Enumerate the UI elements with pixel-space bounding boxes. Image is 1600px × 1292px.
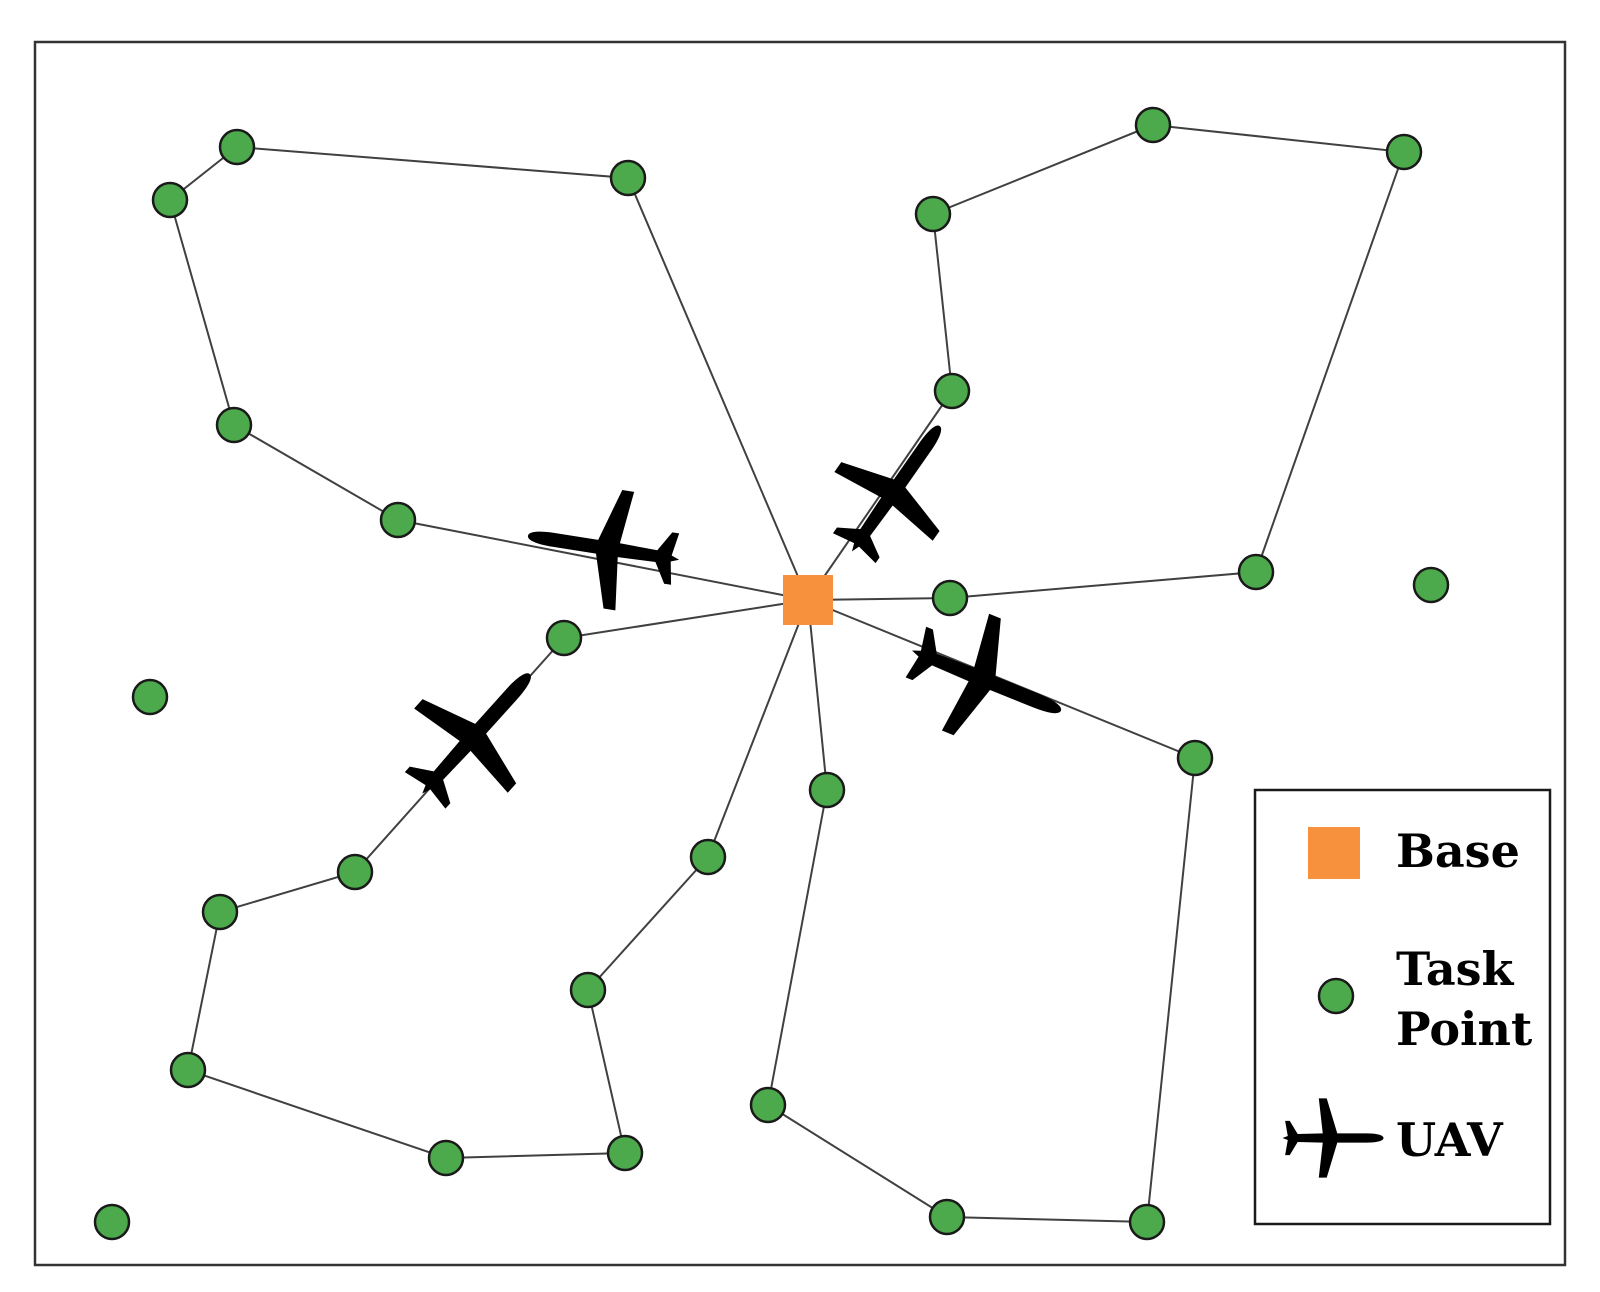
legend-uav-label: UAV	[1396, 1113, 1504, 1167]
task-point	[609, 159, 647, 197]
task-points	[93, 106, 1450, 1241]
task-point	[131, 678, 169, 716]
task-point	[169, 1051, 207, 1089]
task-point	[336, 853, 374, 891]
task-point	[93, 1203, 131, 1241]
task-point	[1237, 553, 1275, 591]
task-point	[569, 971, 607, 1009]
task-point	[914, 195, 952, 233]
task-point	[808, 771, 846, 809]
task-point	[689, 838, 727, 876]
task-point	[606, 1134, 644, 1172]
task-point	[1128, 1203, 1166, 1241]
legend-task-point-icon	[1317, 977, 1355, 1015]
route-upper-right	[807, 123, 1406, 601]
legend-base-label: Base	[1396, 824, 1520, 878]
task-point	[427, 1139, 465, 1177]
task-point	[151, 181, 189, 219]
base-square	[783, 575, 833, 625]
task-point	[545, 619, 583, 657]
legend-base-icon	[1308, 827, 1360, 879]
task-point	[931, 579, 969, 617]
task-point	[1134, 106, 1172, 144]
task-point	[379, 501, 417, 539]
task-point	[928, 1198, 966, 1236]
legend-box	[1253, 788, 1552, 1226]
task-point	[749, 1086, 787, 1124]
legend-task-label-line2: Point	[1396, 1002, 1533, 1056]
legend: Base Task Point UAV	[1253, 788, 1552, 1226]
task-point	[1412, 566, 1450, 604]
task-point	[1385, 133, 1423, 171]
task-point	[201, 893, 239, 931]
task-point	[1176, 739, 1214, 777]
task-point	[218, 128, 256, 166]
task-point	[215, 406, 253, 444]
task-point	[933, 372, 971, 410]
legend-task-label-line1: Task	[1396, 942, 1515, 996]
